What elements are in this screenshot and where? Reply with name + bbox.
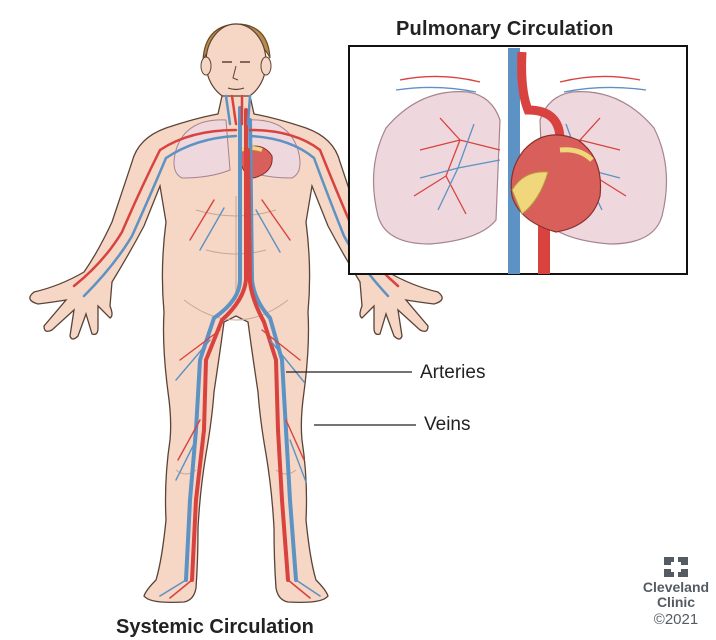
brand-name-line1: Cleveland <box>636 580 716 595</box>
arteries-label: Arteries <box>420 362 485 384</box>
cleveland-clinic-branding: Cleveland Clinic ©2021 <box>636 556 716 629</box>
pulmonary-circulation-title: Pulmonary Circulation <box>396 18 614 41</box>
copyright-text: ©2021 <box>636 611 716 629</box>
cleveland-clinic-cross-icon <box>663 556 689 578</box>
pulmonary-inset <box>349 46 687 274</box>
brand-name-line2: Clinic <box>636 595 716 610</box>
systemic-circulation-title: Systemic Circulation <box>116 616 314 639</box>
veins-label: Veins <box>424 414 470 436</box>
